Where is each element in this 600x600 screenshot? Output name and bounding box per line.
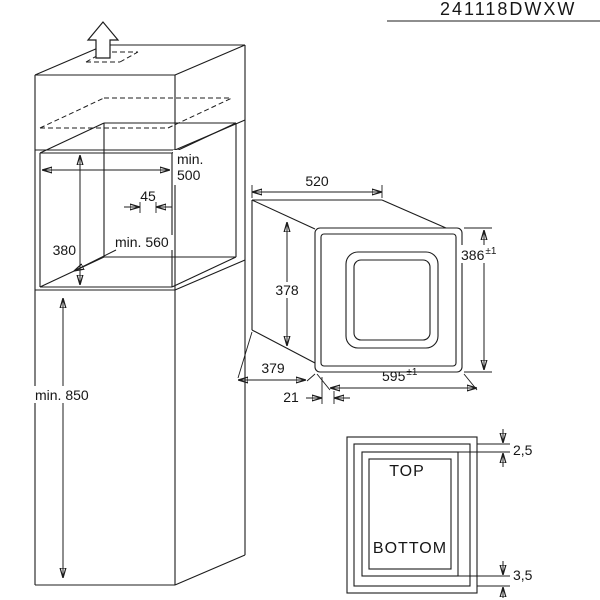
drawing-code: 241118DWXW <box>440 0 576 19</box>
oven-depth-label: 379 <box>261 360 285 376</box>
oven-front-height-tolerance: ±1 <box>485 246 496 257</box>
cabinet-drawing <box>34 21 246 586</box>
niche-height-label: 380 <box>53 242 77 258</box>
oven-overhang-label: 21 <box>283 389 299 405</box>
niche-width-value-label: 500 <box>177 167 201 183</box>
microwave-drawing <box>251 199 463 373</box>
section-oven-outer <box>361 451 459 577</box>
section-view: TOP BOTTOM 2,5 3,5 <box>346 429 533 598</box>
oven-door-window <box>345 251 439 349</box>
oven-front-frame <box>314 227 463 373</box>
section-bottom-gap-label: 3,5 <box>513 567 533 583</box>
microwave-dimensions: 520 378 386±1 595±1 379 21 <box>237 173 507 405</box>
ventilation-arrow-icon <box>86 21 120 59</box>
section-bottom-label: BOTTOM <box>373 540 447 557</box>
section-cabinet-outer <box>346 436 478 594</box>
cabinet-dimensions: min. 500 45 380 min. 560 min. 850 <box>33 150 217 578</box>
header: 241118DWXW <box>387 0 600 22</box>
oven-width-label: 520 <box>305 173 329 189</box>
section-top-gap-label: 2,5 <box>513 442 533 458</box>
section-cabinet-inner <box>353 443 471 587</box>
niche-depth-label: min. 560 <box>115 234 169 250</box>
oven-front-width-tolerance: ±1 <box>406 367 417 378</box>
plinth-height-label: min. 850 <box>35 387 89 403</box>
oven-front-height-label: 386±1 <box>461 246 497 263</box>
oven-door-window-inner <box>353 259 431 341</box>
section-oven-inner <box>368 458 452 570</box>
section-top-label: TOP <box>389 463 425 480</box>
oven-front-width-label: 595±1 <box>382 367 418 384</box>
oven-body-height-label: 378 <box>275 282 299 298</box>
niche-width-min-label: min. <box>177 151 203 167</box>
side-clearance-label: 45 <box>140 188 156 204</box>
oven-door <box>320 233 457 367</box>
